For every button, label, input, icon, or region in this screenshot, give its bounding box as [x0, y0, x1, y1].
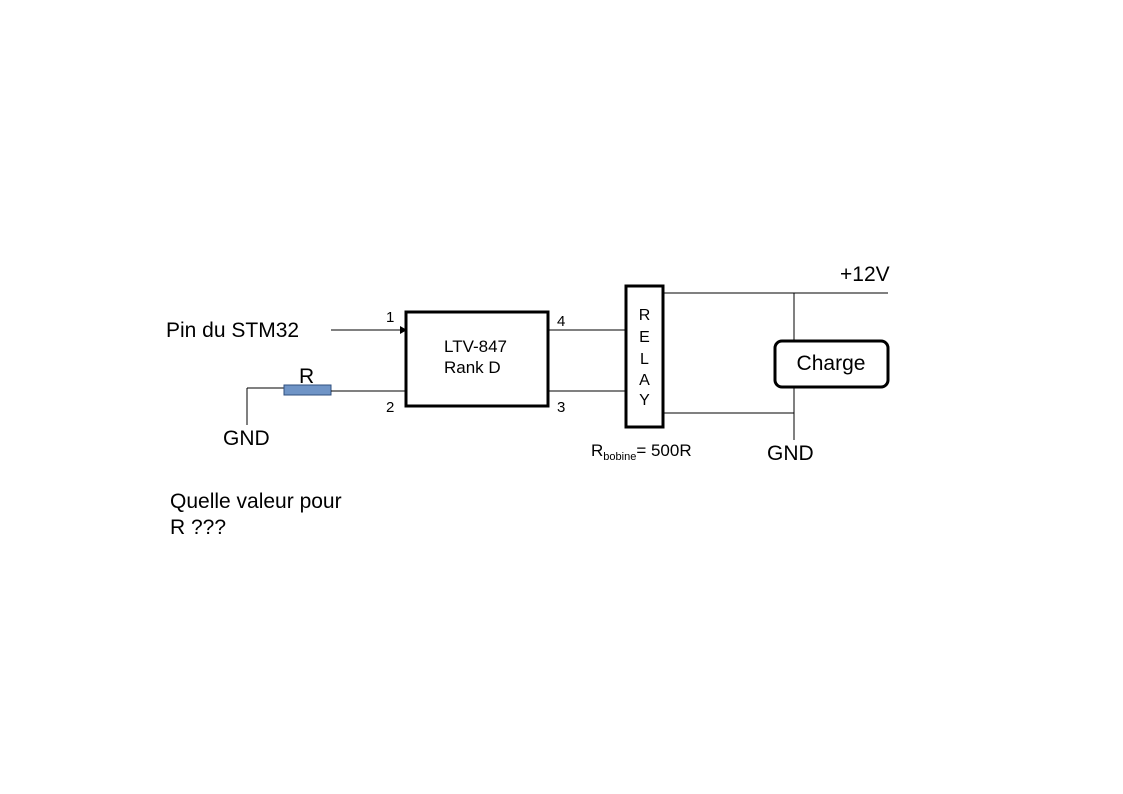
relay-letter-a: A — [639, 372, 650, 389]
coil-symbol: R — [591, 441, 603, 460]
pin-3-label: 3 — [557, 399, 565, 416]
pin-4-label: 4 — [557, 313, 565, 330]
resistor-symbol — [283, 384, 332, 396]
relay-letter-e: E — [639, 329, 650, 346]
pin-2-label: 2 — [386, 399, 394, 416]
input-arrowhead — [400, 326, 407, 334]
pin-input-label: Pin du STM32 — [166, 319, 299, 342]
gnd-right-label: GND — [767, 442, 814, 465]
supply-label: +12V — [840, 263, 890, 286]
optocoupler-rank: Rank D — [444, 358, 501, 377]
relay-letter-y: Y — [639, 392, 650, 409]
coil-value: = 500R — [636, 441, 691, 460]
resistor-label: R — [299, 365, 314, 388]
optocoupler-model: LTV-847 — [444, 337, 507, 356]
question-line-1: Quelle valeur pour — [170, 490, 342, 513]
load-label: Charge — [797, 352, 866, 375]
coil-resistance-note: Rbobine= 500R — [591, 441, 692, 463]
relay-letter-l: L — [640, 351, 649, 368]
gnd-left-label: GND — [223, 427, 270, 450]
optocoupler-box — [404, 310, 550, 408]
coil-subscript: bobine — [603, 451, 636, 463]
question-line-2: R ??? — [170, 516, 226, 539]
pin-1-label: 1 — [386, 309, 394, 326]
load-box — [773, 339, 890, 389]
relay-letter-r: R — [639, 307, 651, 324]
relay-box — [624, 284, 665, 429]
